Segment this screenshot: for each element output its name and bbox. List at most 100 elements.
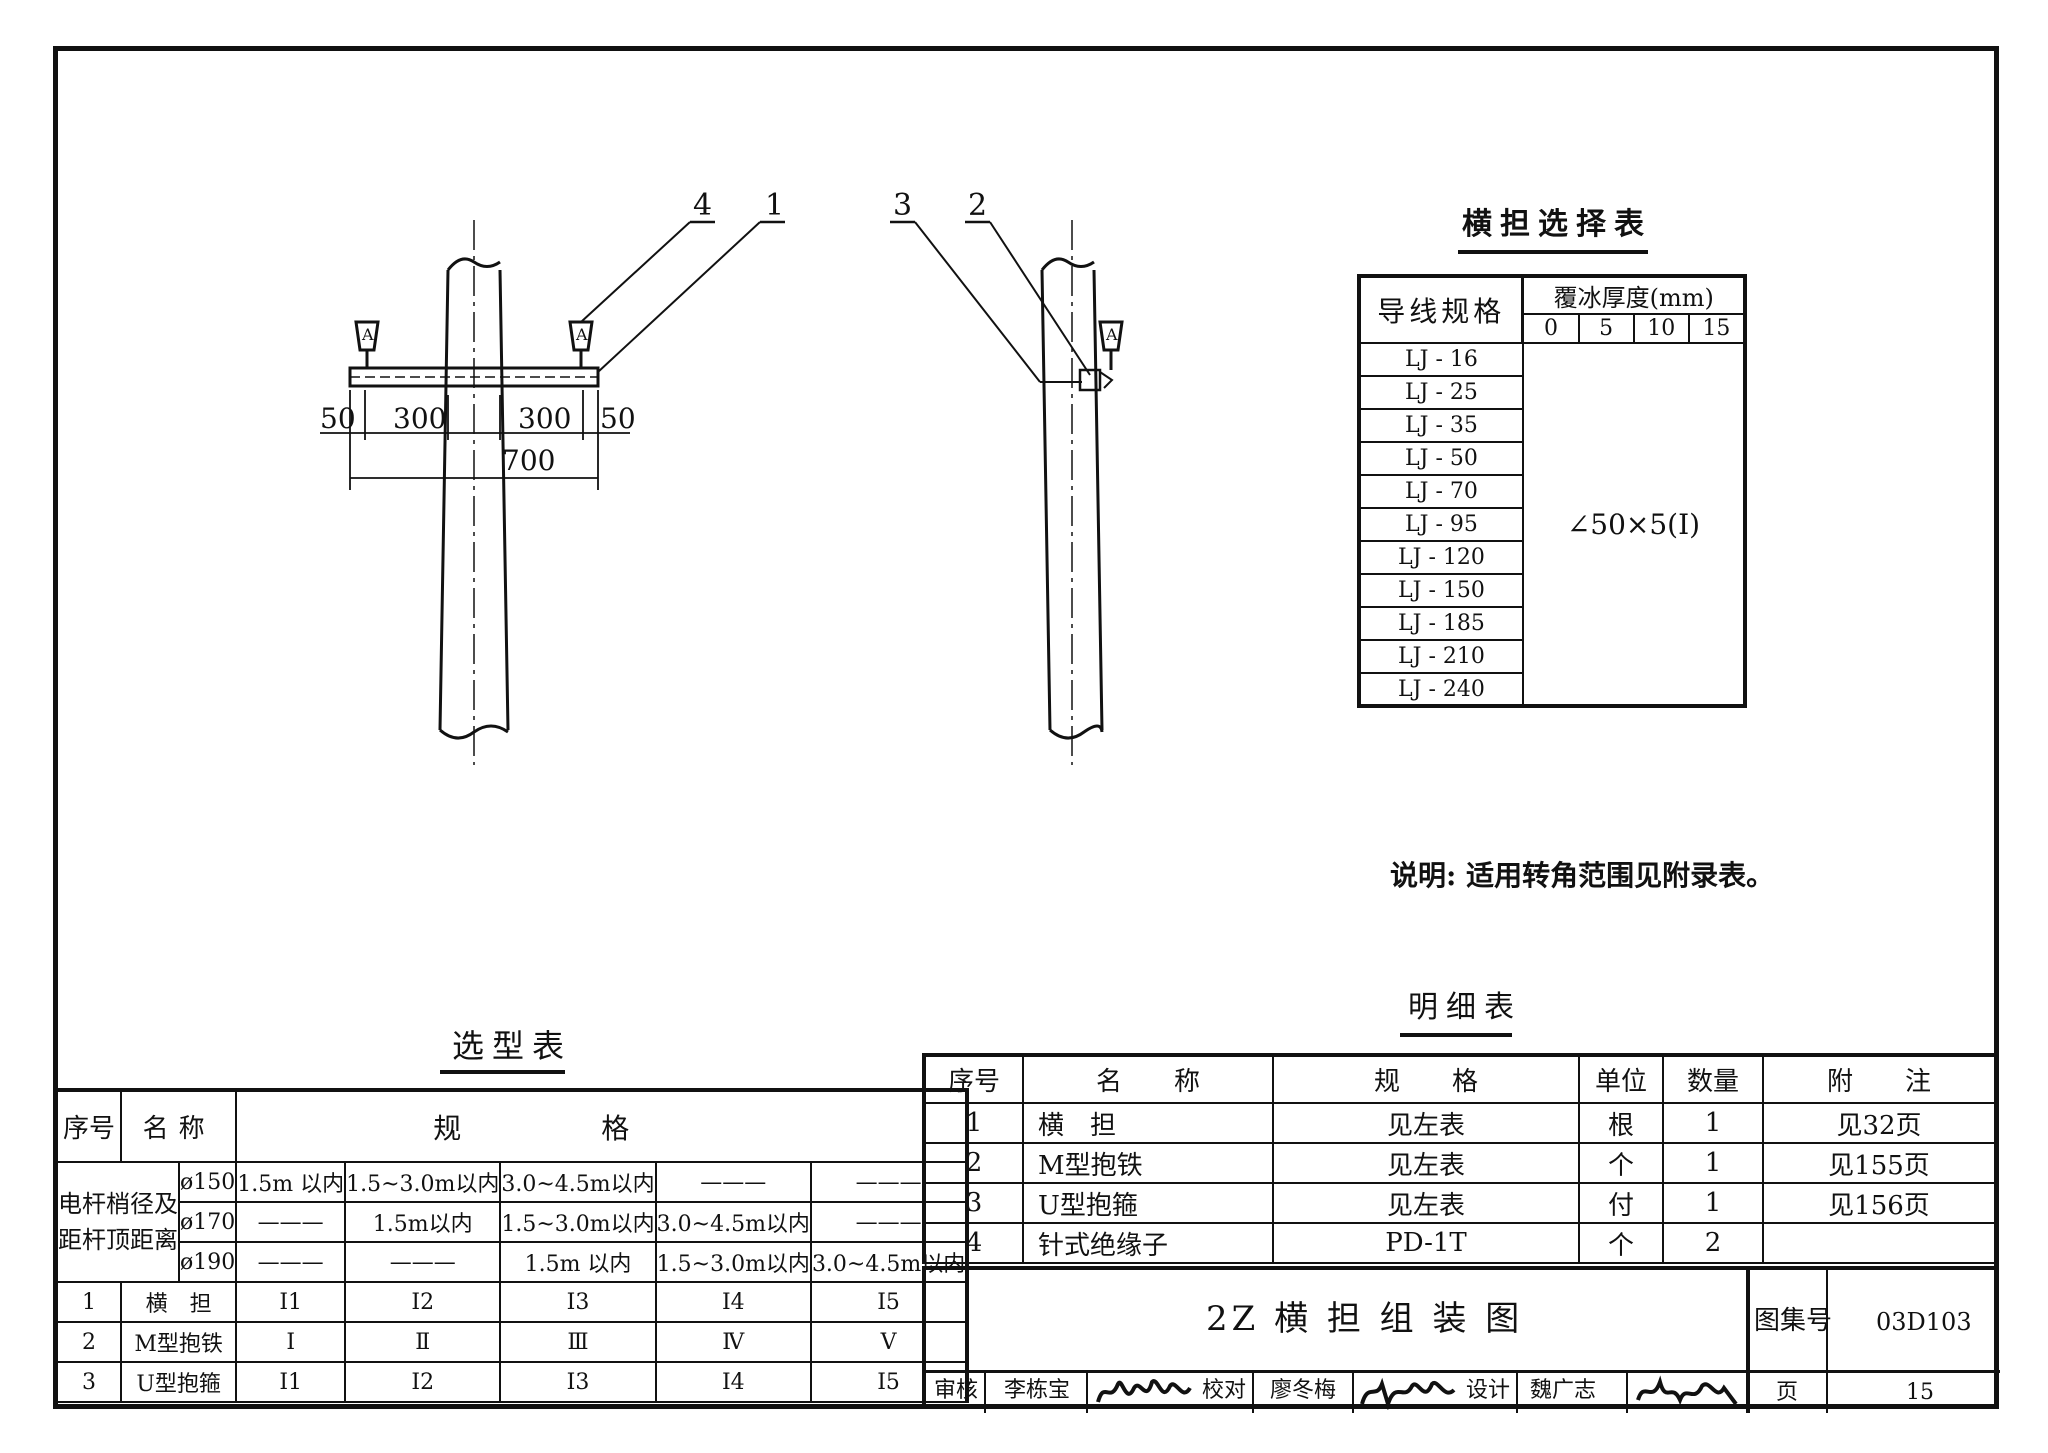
sel-cell: 3.0~4.5m以内: [499, 1161, 657, 1203]
tb-divider: [1626, 1370, 1628, 1413]
sel-cell: Ⅰ: [235, 1321, 347, 1363]
left-pole: [438, 269, 510, 731]
checker-name: 廖冬梅: [1270, 1378, 1337, 1403]
dt-cell: 1: [1662, 1182, 1764, 1224]
page-label: 页: [1776, 1380, 1799, 1405]
selection-table: 序号 名称 规格 电杆梢径及 距杆顶距离 ø150 1.5m 以内 1.5~3.…: [56, 1088, 970, 1403]
sel-cell: ———: [235, 1201, 347, 1243]
ct-row: LJ - 120: [1358, 540, 1524, 575]
dt-cell: 3: [923, 1182, 1024, 1224]
tb-divider: [1252, 1370, 1254, 1413]
ct-row: LJ - 150: [1358, 573, 1524, 608]
sel-cell: Ⅰ1: [235, 1361, 347, 1403]
review-label: 审核: [934, 1378, 979, 1403]
drawing-title: 2Z 横 担 组 装 图: [1206, 1299, 1524, 1339]
ct-value: ∠50×5(Ⅰ): [1521, 342, 1747, 707]
sel-cell: 1.5~3.0m以内: [344, 1161, 502, 1203]
svg-text:A: A: [361, 325, 374, 344]
sel-h-spec: 规格: [235, 1089, 969, 1163]
sel-item-no: 3: [56, 1361, 122, 1403]
dt-cell: 见左表: [1272, 1182, 1580, 1224]
sel-cell: 1.5~3.0m以内: [654, 1241, 812, 1283]
tb-divider: [1086, 1370, 1088, 1413]
sel-cell: Ⅰ2: [344, 1361, 502, 1403]
sel-cell: Ⅰ4: [654, 1361, 812, 1403]
dt-cell: 见左表: [1272, 1102, 1580, 1144]
ct-row: LJ - 25: [1358, 375, 1524, 410]
dt-cell: PD-1T: [1272, 1222, 1580, 1264]
sel-cell: Ⅱ: [344, 1321, 502, 1363]
insulator-right: [568, 320, 594, 352]
selection-table-title: 选型表: [452, 1027, 573, 1065]
sel-cell: Ⅰ1: [235, 1281, 347, 1323]
dt-cell: 1: [1662, 1142, 1764, 1184]
reviewer-signature: [1092, 1374, 1196, 1410]
dt-cell: 见155页: [1762, 1142, 1996, 1184]
sel-pole-label: 电杆梢径及 距杆顶距离: [56, 1161, 180, 1283]
sel-cell: ———: [654, 1161, 812, 1203]
ct-header-ice: 覆冰厚度(mm): [1521, 275, 1747, 315]
crossarm-end-view: [1078, 368, 1102, 392]
ct-row: LJ - 210: [1358, 639, 1524, 674]
sel-cell: Ⅰ3: [499, 1281, 657, 1323]
insulator-side: [1098, 320, 1124, 352]
sel-cell: Ⅰ5: [809, 1281, 969, 1323]
sel-cell: ———: [235, 1241, 347, 1283]
tb-divider: [1826, 1370, 1828, 1413]
sel-cell: 1.5~3.0m以内: [499, 1201, 657, 1243]
ct-row: LJ - 95: [1358, 507, 1524, 542]
sel-cell: 1.5m 以内: [235, 1161, 347, 1203]
dt-cell: 见32页: [1762, 1102, 1996, 1144]
dt-cell: [1762, 1222, 1996, 1264]
callout-1: 1: [765, 188, 784, 223]
selection-title-underline: [440, 1070, 565, 1074]
crossarm-selection-table: 导线规格 覆冰厚度(mm) 0 5 10 15 LJ - 16 ∠50×5(Ⅰ)…: [1357, 274, 1747, 708]
sel-cell: Ⅴ: [809, 1321, 969, 1363]
callout-4: 4: [693, 188, 712, 223]
ct-row: LJ - 16: [1358, 342, 1524, 377]
ct-row: LJ - 70: [1358, 474, 1524, 509]
sel-cell: 1.5m以内: [344, 1201, 502, 1243]
sel-item-name: 横 担: [119, 1281, 238, 1323]
sel-cell: ———: [344, 1241, 502, 1283]
tb-divider: [1516, 1370, 1518, 1413]
ct-row: LJ - 35: [1358, 408, 1524, 443]
ct-ice-5: 5: [1577, 313, 1635, 344]
dt-h-note: 附 注: [1762, 1054, 1996, 1104]
dt-h-spec: 规 格: [1272, 1054, 1580, 1104]
sel-cell: 1.5m 以内: [499, 1241, 657, 1283]
dt-cell: U型抱箍: [1022, 1182, 1274, 1224]
svg-text:A: A: [575, 325, 588, 344]
left-pole-top-break: [446, 257, 501, 271]
callout-2: 2: [968, 188, 987, 223]
sel-cell: Ⅲ: [499, 1321, 657, 1363]
tb-divider: [1826, 1270, 1828, 1372]
right-pole-bottom-break: [1049, 724, 1104, 740]
sel-h-name: 名称: [119, 1089, 238, 1163]
design-label: 设计: [1466, 1378, 1511, 1403]
ct-row: LJ - 50: [1358, 441, 1524, 476]
atlas-label: 图集号: [1754, 1306, 1833, 1336]
ct-header-spec: 导线规格: [1358, 275, 1525, 344]
dt-cell: 个: [1578, 1142, 1664, 1184]
sel-pole-label-2: 距杆顶距离: [58, 1226, 178, 1254]
tb-divider: [984, 1370, 986, 1413]
drawing-frame: [53, 46, 1999, 1409]
sel-cell: Ⅰ3: [499, 1361, 657, 1403]
sel-pole-label-1: 电杆梢径及: [58, 1190, 178, 1218]
ct-ice-10: 10: [1632, 313, 1690, 344]
sel-item-no: 1: [56, 1281, 122, 1323]
dt-h-no: 序号: [923, 1054, 1024, 1104]
dt-cell: 2: [1662, 1222, 1764, 1264]
check-label: 校对: [1202, 1378, 1247, 1403]
tb-divider: [1746, 1370, 1750, 1413]
dt-cell: 1: [923, 1102, 1024, 1144]
sel-pole-d: ø150: [177, 1161, 238, 1203]
ct-row: LJ - 240: [1358, 672, 1524, 707]
callout-3: 3: [893, 188, 912, 223]
dim-300-left: 300: [393, 402, 446, 435]
ct-ice-0: 0: [1521, 313, 1580, 344]
ct-row: LJ - 185: [1358, 606, 1524, 641]
dim-300-right: 300: [518, 402, 571, 435]
